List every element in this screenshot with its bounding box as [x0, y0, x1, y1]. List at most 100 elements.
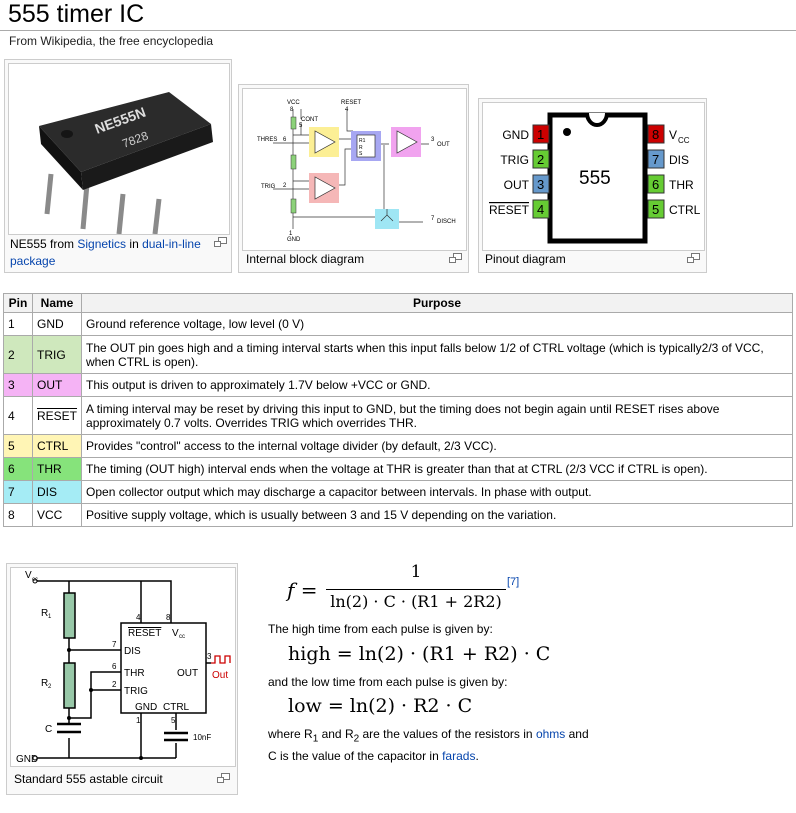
block-diagram-caption: Internal block diagram — [246, 252, 365, 266]
signetics-link[interactable]: Signetics — [77, 237, 127, 251]
enlarge-icon[interactable] — [217, 773, 230, 783]
r2-label: R — [41, 678, 48, 689]
pin-3-box — [532, 174, 550, 194]
ff-r1-label: R1 — [359, 138, 366, 144]
enlarge-icon[interactable] — [687, 253, 700, 263]
pin-5-box — [647, 199, 665, 219]
pin-name-cell: CTRL — [31, 434, 83, 458]
where-text: where R — [268, 727, 313, 741]
ff-s-label: S — [359, 151, 363, 157]
astable-vcc-sub: cc — [32, 577, 38, 583]
pin-2-box — [532, 149, 550, 169]
pin-5-label: CTRL — [669, 203, 701, 217]
astable-image[interactable]: V cc R 1 R 2 C GND RESET V cc DIS THR TR… — [10, 567, 236, 767]
freq-lhs: f = — [287, 578, 318, 602]
header-purpose: Purpose — [81, 293, 793, 313]
enlarge-icon[interactable] — [214, 237, 227, 247]
ohms-link[interactable]: ohms — [535, 727, 566, 741]
ff-r-label: R — [359, 145, 363, 151]
astable-pin7: 7 — [112, 640, 117, 649]
pin-3-number: 3 — [537, 177, 544, 192]
block-pin6: 6 — [283, 137, 287, 143]
pin-number-cell: 3 — [3, 373, 33, 397]
pin-8-label-sub: CC — [678, 136, 690, 145]
astable-vcc-label: V — [25, 570, 32, 581]
astable-reset-label: RESET — [128, 628, 161, 639]
astable-thr-label: THR — [124, 668, 145, 679]
high-intro: The high time from each pulse is given b… — [268, 622, 493, 636]
where-text: C is the value of the capacitor in — [268, 749, 443, 763]
ne555-chip-photo: NE555N 7828 — [9, 64, 229, 234]
pin-2-number: 2 — [537, 152, 544, 167]
photo-image[interactable]: NE555N 7828 — [8, 63, 230, 235]
pin-4-box — [532, 199, 550, 219]
block-diagram-image[interactable]: R1 R S VCC RESET CONT THRES TRIG OUT DIS… — [242, 88, 467, 251]
farads-link[interactable]: farads — [442, 749, 476, 763]
pin-name-cell: THR — [31, 457, 83, 481]
pin-1-box — [532, 124, 550, 144]
pin-purpose-cell: A timing interval may be reset by drivin… — [81, 396, 793, 435]
pin-number-cell: 8 — [3, 503, 33, 527]
pin-name-cell: OUT — [31, 373, 83, 397]
r1-sub: 1 — [48, 614, 52, 620]
page-tagline: From Wikipedia, the free encyclopedia — [9, 34, 214, 48]
block-pin8: 8 — [290, 107, 294, 113]
pin-purpose-cell: Open collector output which may discharg… — [81, 480, 793, 504]
block-reset-label: RESET — [341, 100, 361, 106]
pin-8-number: 8 — [652, 127, 659, 142]
astable-pin6: 6 — [112, 662, 117, 671]
astable-pin5: 5 — [171, 716, 176, 725]
pin-6-label: THR — [669, 178, 694, 192]
enlarge-icon[interactable] — [449, 253, 462, 263]
high-formula: high = ln(2) · (R1 + R2) · C — [288, 643, 551, 665]
subscript-2: 2 — [353, 733, 360, 745]
where-text: and R — [318, 727, 354, 741]
reference-7-link[interactable]: [7] — [507, 576, 520, 588]
pin-purpose-cell: The OUT pin goes high and a timing inter… — [81, 335, 793, 374]
caption-text: in — [126, 237, 143, 251]
astable-pin4: 4 — [136, 613, 141, 622]
where-text: and — [565, 727, 589, 741]
astable-pin2: 2 — [112, 680, 117, 689]
pin-number-cell: 4 — [3, 396, 33, 435]
astable-pin3: 3 — [207, 652, 212, 661]
low-intro: and the low time from each pulse is give… — [268, 675, 508, 689]
caption-text: NE555 from — [10, 237, 78, 251]
block-pin4: 4 — [345, 107, 349, 113]
cap-value-label: 10nF — [193, 733, 211, 742]
pin-number-cell: 6 — [3, 457, 33, 481]
pin-7-label: DIS — [669, 153, 689, 167]
block-diagram: R1 R S VCC RESET CONT THRES TRIG OUT DIS… — [243, 89, 466, 250]
pin-2-label: TRIG — [500, 153, 529, 167]
c-label: C — [45, 724, 52, 735]
pin-purpose-cell: This output is driven to approximately 1… — [81, 373, 793, 397]
header-name: Name — [31, 293, 83, 313]
pin-6-number: 6 — [652, 177, 659, 192]
astable-out-red-label: Out — [212, 670, 228, 681]
where-line-2: C is the value of the capacitor in farad… — [268, 749, 479, 763]
block-pin2: 2 — [283, 183, 287, 189]
astable-figure: V cc R 1 R 2 C GND RESET V cc DIS THR TR… — [6, 563, 238, 795]
photo-figure: NE555N 7828 NE555 from Signetics in dual… — [4, 59, 232, 273]
pin-purpose-cell: Positive supply voltage, which is usuall… — [81, 503, 793, 527]
pin-purpose-cell: Ground reference voltage, low level (0 V… — [81, 312, 793, 336]
astable-gnd2-label: GND — [135, 702, 157, 713]
pin-1-number: 1 — [537, 127, 544, 142]
package-link[interactable]: package — [10, 254, 56, 268]
pin-purpose-cell: Provides "control" access to the interna… — [81, 434, 793, 458]
pin-5-number: 5 — [652, 202, 659, 217]
astable-circuit: V cc R 1 R 2 C GND RESET V cc DIS THR TR… — [11, 568, 235, 766]
dual-in-line-link[interactable]: dual-in-line — [142, 237, 201, 251]
pin-purpose-cell: The timing (OUT high) interval ends when… — [81, 457, 793, 481]
pin-number-cell: 2 — [3, 335, 33, 374]
